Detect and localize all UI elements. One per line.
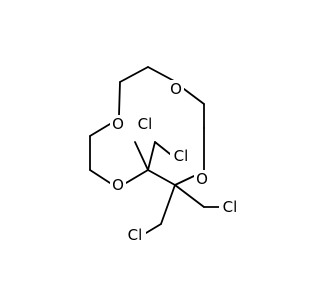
bond-line — [89, 169, 111, 184]
oxygen-label: O — [112, 176, 124, 194]
bond-line — [147, 66, 177, 83]
oxygen-atom-left-upper: O — [110, 115, 126, 133]
oxygen-atom-right-lower: O — [194, 170, 210, 188]
bonds-layer — [89, 66, 220, 234]
molecule-structure-diagram: O O O O Cl Cl Cl Cl — [89, 66, 241, 244]
chlorine-label: Cl — [174, 147, 189, 165]
chlorine-label: Cl — [138, 115, 153, 133]
bond-line — [125, 169, 149, 184]
bond-line — [134, 141, 149, 171]
bond-line — [147, 169, 176, 186]
bond-line — [118, 81, 121, 116]
chlorine-atom-upper-center: Cl — [134, 115, 156, 133]
oxygen-label: O — [112, 115, 124, 133]
chlorine-atom-center: Cl — [170, 147, 192, 165]
bond-line — [119, 66, 149, 83]
oxygen-atom-top: O — [168, 80, 184, 98]
chlorine-atom-right: Cl — [219, 198, 241, 216]
chlorine-atom-bottom-left: Cl — [124, 226, 146, 244]
oxygen-atom-left-lower: O — [110, 176, 126, 194]
bond-line — [145, 223, 162, 234]
bond-line — [147, 141, 156, 171]
oxygen-label: O — [196, 170, 208, 188]
bond-line — [174, 175, 195, 186]
bond-line — [160, 184, 176, 225]
bond-line — [183, 88, 205, 105]
chlorine-label: Cl — [128, 226, 143, 244]
atoms-layer: O O O O Cl Cl Cl Cl — [110, 80, 241, 244]
oxygen-label: O — [170, 80, 182, 98]
bond-line — [174, 184, 205, 208]
bond-line — [154, 141, 171, 155]
bond-line — [89, 123, 111, 137]
chlorine-label: Cl — [223, 198, 238, 216]
